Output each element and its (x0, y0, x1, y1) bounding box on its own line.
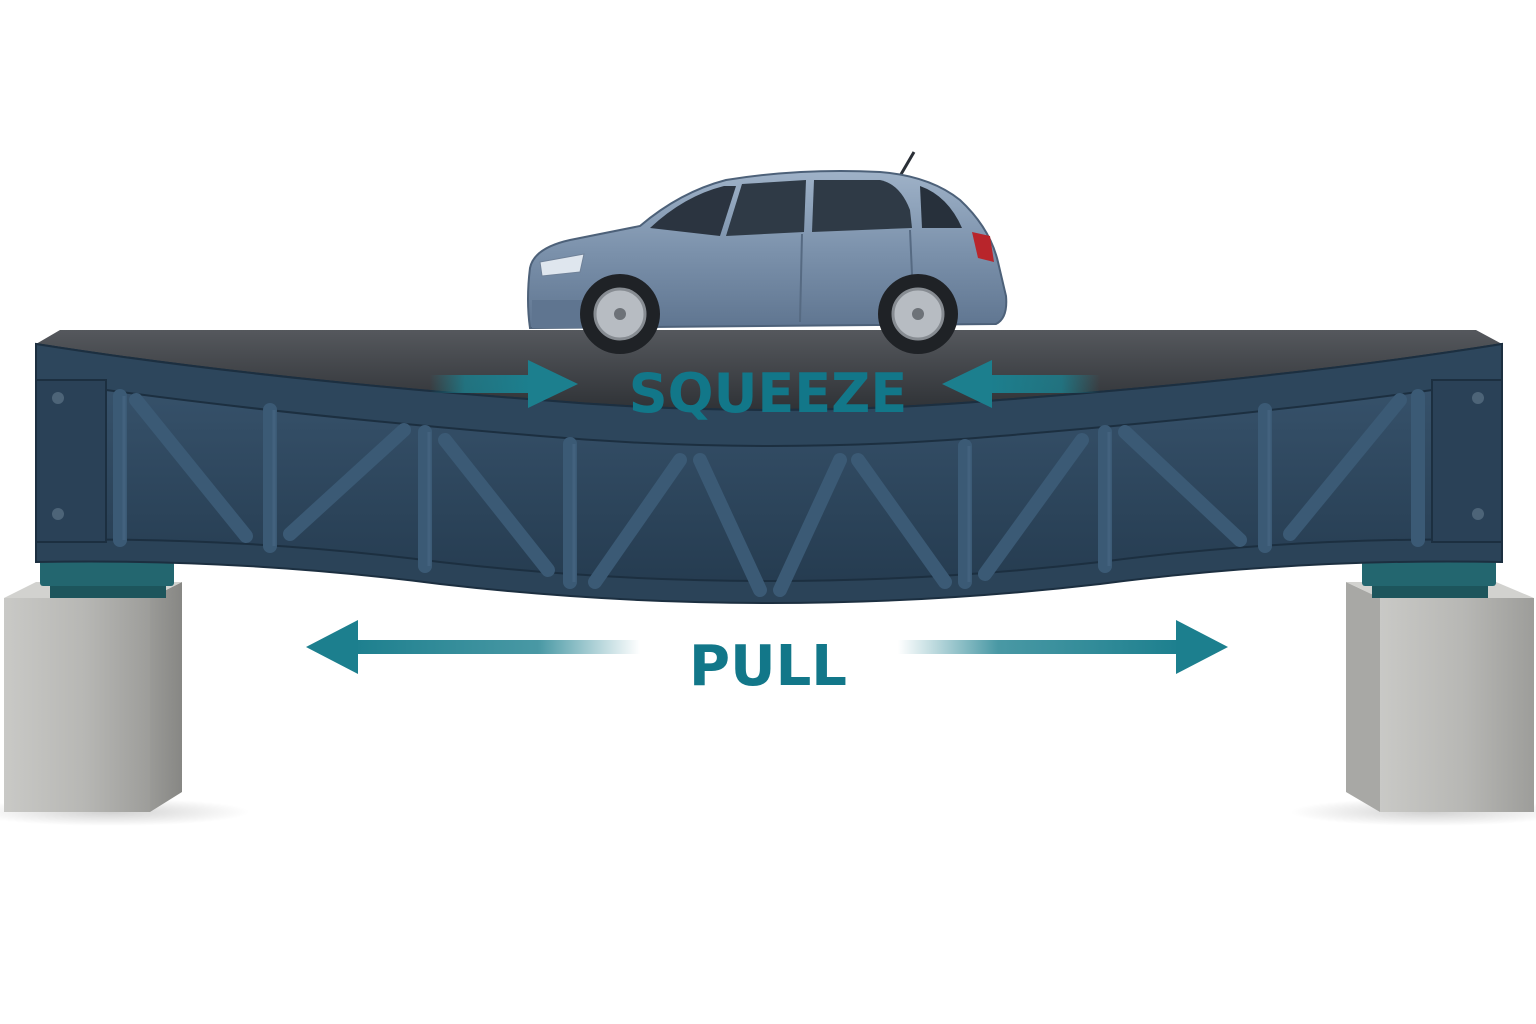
arrow-right-icon (528, 360, 578, 408)
car-rear-window (812, 180, 912, 232)
left-end-plate (35, 379, 107, 543)
compression-arrows (430, 360, 1100, 408)
car-rear-wheel (878, 274, 958, 354)
tension-label: PULL (689, 634, 847, 699)
tension-arrows (306, 620, 1228, 674)
right-bearing (1362, 560, 1496, 598)
car-front-wheel (580, 274, 660, 354)
car-icon (527, 151, 1008, 354)
right-end-plate (1431, 379, 1503, 543)
beam-bottom-flange (35, 538, 1503, 604)
arrow-left-icon (942, 360, 992, 408)
car-windshield (650, 186, 736, 236)
truss-members (113, 389, 1425, 597)
bolt (52, 508, 64, 520)
bolt (52, 392, 64, 404)
car-headlight (539, 253, 585, 277)
right-concrete-pier (1346, 582, 1534, 812)
compression-label: SQUEEZE (629, 362, 907, 425)
car-front-window (726, 180, 806, 236)
bolt (1472, 392, 1484, 404)
bolt (1472, 508, 1484, 520)
car-taillight (972, 232, 994, 262)
car-back-window (920, 186, 962, 228)
left-concrete-pier (4, 582, 182, 812)
truss-highlights (122, 396, 1271, 582)
arrow-left-icon (306, 620, 358, 674)
left-bearing (40, 560, 174, 598)
beam-deck (36, 330, 1502, 410)
arrow-right-icon (1176, 620, 1228, 674)
